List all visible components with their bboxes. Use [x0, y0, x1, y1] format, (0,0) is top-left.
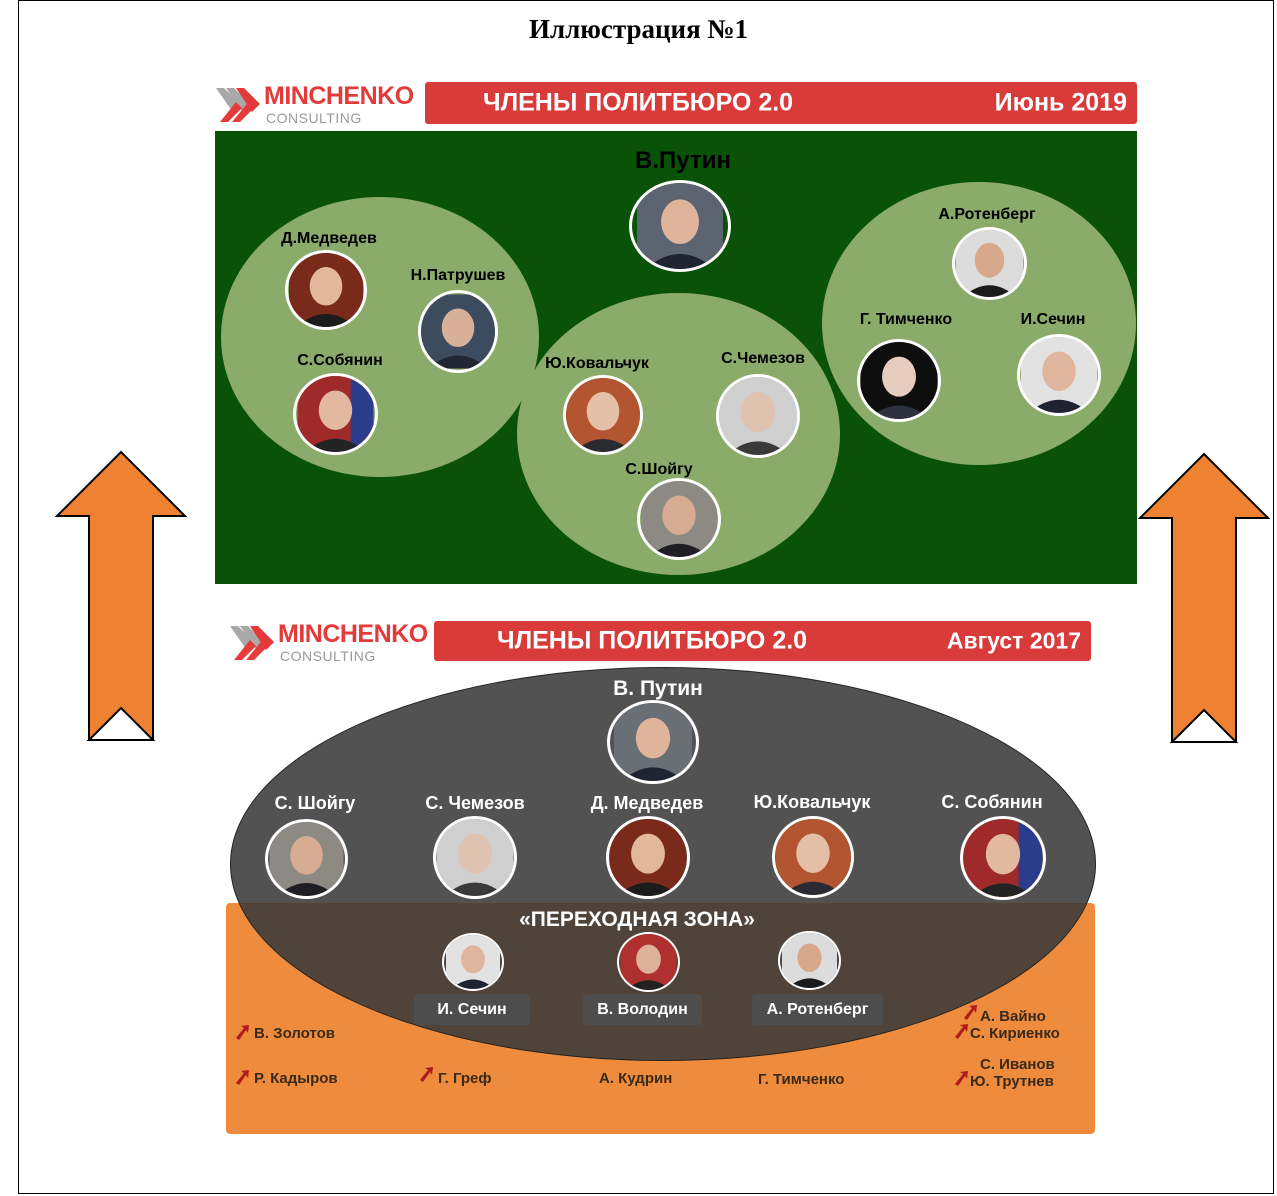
- zone-name: В. Золотов: [254, 1025, 336, 1042]
- trend-up-arrow-icon: [964, 1005, 977, 1020]
- person-photo: [637, 478, 721, 560]
- leader-name: В. Путин: [613, 677, 703, 700]
- politburo-2019-panel: [215, 131, 1137, 584]
- right-up-arrow-icon: [1138, 452, 1270, 743]
- leader-name: В.Путин: [635, 147, 731, 174]
- person-name: С. Шойгу: [274, 793, 356, 813]
- trend-up-arrow-icon: [955, 1071, 968, 1086]
- person-photo: [563, 375, 643, 455]
- leader-photo: [607, 700, 699, 784]
- person-photo: [1017, 334, 1101, 416]
- zone-name: Р. Кадыров: [254, 1070, 338, 1087]
- zone-person-box: А. Ротенберг: [752, 994, 883, 1025]
- person-photo: [857, 339, 941, 422]
- logo-sub: CONSULTING: [266, 110, 362, 126]
- person-photo: [442, 933, 504, 991]
- person-photo: [617, 932, 680, 992]
- zone-name: А. Вайно: [980, 1008, 1046, 1025]
- trend-up-arrow-icon: [236, 1070, 249, 1085]
- person-name: Д.Медведев: [281, 230, 377, 247]
- zone-title: «ПЕРЕХОДНАЯ ЗОНА»: [519, 908, 755, 931]
- person-name: Г. Тимченко: [859, 311, 953, 328]
- person-name: Ю.Ковальчук: [545, 355, 649, 372]
- zone-name: Ю. Трутнев: [970, 1073, 1054, 1090]
- zone-name: А. Кудрин: [599, 1070, 673, 1087]
- person-name: И.Сечин: [1020, 311, 1086, 328]
- page-title: Иллюстрация №1: [528, 14, 749, 44]
- person-photo: [960, 816, 1046, 900]
- person-name: С.Шойгу: [625, 461, 693, 478]
- banner-2017: ЧЛЕНЫ ПОЛИТБЮРО 2.0 Август 2017: [434, 621, 1091, 661]
- logo-sub: CONSULTING: [280, 648, 376, 664]
- zone-person-box: В. Володин: [583, 994, 702, 1025]
- minchenko-logo: MINCHENKO CONSULTING: [230, 620, 440, 664]
- zone-name: Г. Тимченко: [758, 1071, 845, 1088]
- trend-up-arrow-icon: [420, 1067, 433, 1082]
- banner-date: Июнь 2019: [994, 88, 1127, 117]
- trend-up-arrow-icon: [236, 1025, 249, 1040]
- person-name: Н.Патрушев: [410, 267, 506, 284]
- person-photo: [952, 227, 1027, 300]
- person-photo: [716, 374, 800, 458]
- zone-name: С. Кириенко: [970, 1025, 1060, 1042]
- person-photo: [418, 290, 498, 373]
- banner-2019: ЧЛЕНЫ ПОЛИТБЮРО 2.0 Июнь 2019: [425, 82, 1137, 124]
- banner-title: ЧЛЕНЫ ПОЛИТБЮРО 2.0: [483, 88, 794, 117]
- person-name: С. Чемезов: [425, 793, 525, 813]
- banner-date: Август 2017: [946, 627, 1081, 654]
- person-name: С. Собянин: [941, 792, 1043, 812]
- logo-brand: MINCHENKO: [278, 620, 428, 648]
- minchenko-logo: MINCHENKO CONSULTING: [216, 82, 426, 126]
- logo-brand: MINCHENKO: [264, 82, 414, 110]
- person-name: Д. Медведев: [590, 793, 704, 813]
- trend-up-arrow-icon: [955, 1024, 968, 1039]
- person-name: А.Ротенберг: [938, 206, 1036, 223]
- zone-name: Г. Греф: [438, 1070, 492, 1087]
- page-frame: [18, 0, 1274, 1194]
- person-photo: [772, 816, 854, 898]
- zone-name: С. Иванов: [980, 1056, 1055, 1073]
- person-photo: [778, 931, 841, 990]
- person-name: С.Чемезов: [721, 350, 805, 367]
- leader-photo: [629, 180, 731, 272]
- minchenko-logo-icon: [216, 88, 260, 122]
- minchenko-logo-icon: [230, 626, 274, 660]
- person-photo: [293, 373, 378, 455]
- banner-title: ЧЛЕНЫ ПОЛИТБЮРО 2.0: [497, 626, 808, 655]
- person-photo: [285, 250, 367, 330]
- left-up-arrow-icon: [55, 450, 187, 741]
- zone-person-box: И. Сечин: [414, 994, 530, 1025]
- person-photo: [606, 816, 690, 899]
- person-photo: [265, 819, 348, 899]
- person-name: С.Собянин: [297, 352, 383, 369]
- person-name: Ю.Ковальчук: [753, 792, 871, 812]
- person-photo: [433, 816, 517, 899]
